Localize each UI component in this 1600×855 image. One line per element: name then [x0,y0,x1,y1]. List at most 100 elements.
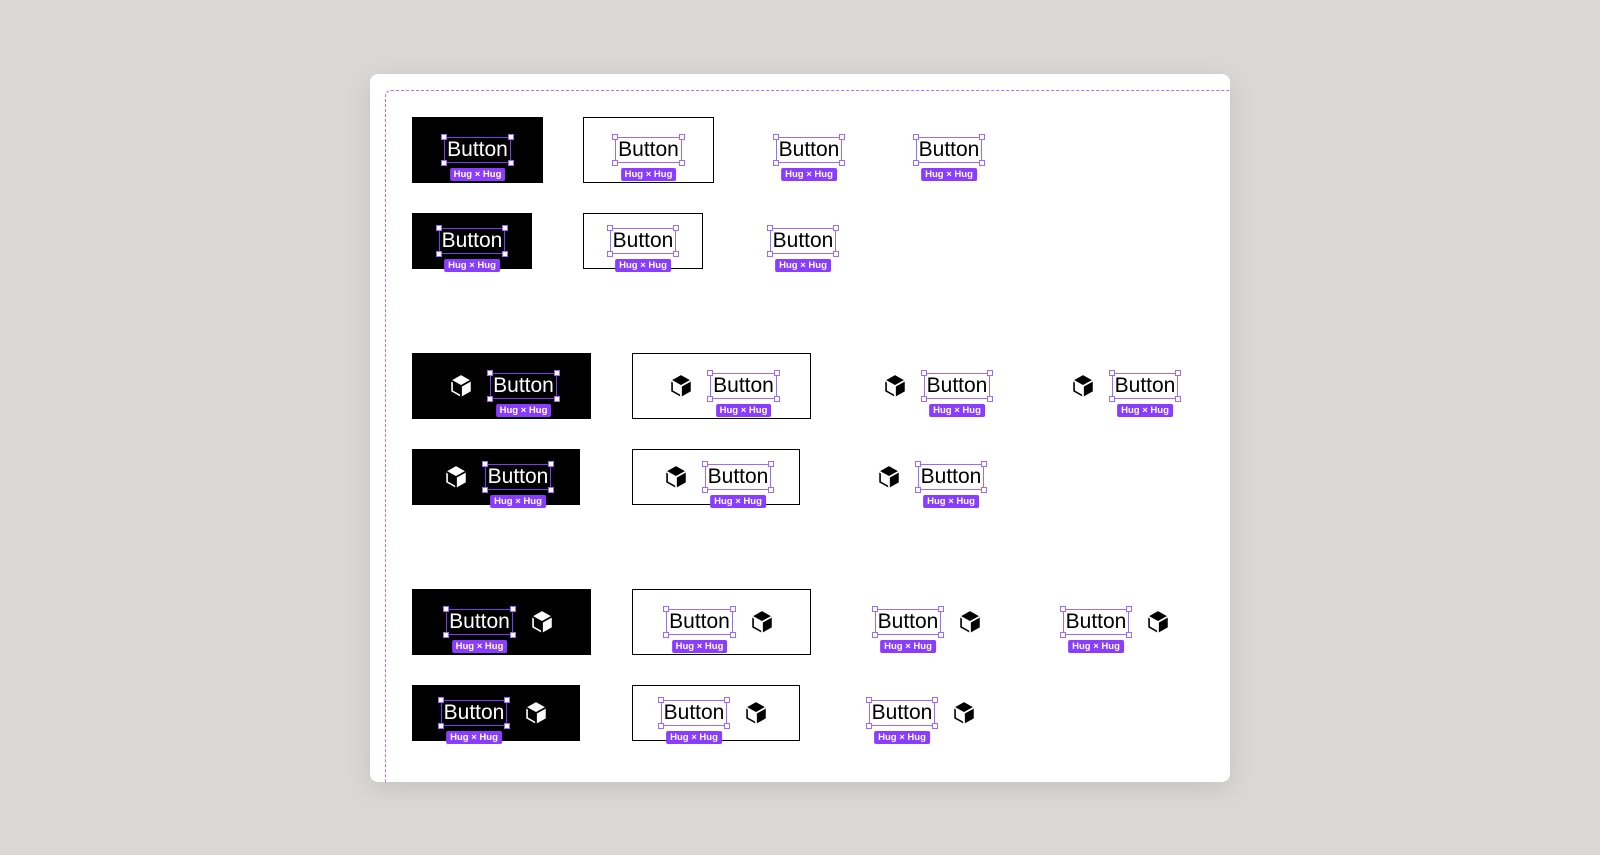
resize-handle[interactable] [979,134,986,140]
cube-icon [884,375,905,397]
resize-handle[interactable] [729,606,736,612]
frame-guide [385,90,1230,782]
size-tag: Hug × Hug [923,495,979,508]
size-tag: Hug × Hug [710,495,766,508]
resize-handle[interactable] [773,396,780,402]
size-tag: Hug × Hug [615,259,671,272]
resize-handle[interactable] [839,160,846,166]
resize-handle[interactable] [507,134,514,140]
size-tag: Hug × Hug [446,731,502,744]
resize-handle[interactable] [509,632,516,638]
size-tag: Hug × Hug [490,495,546,508]
resize-handle[interactable] [938,606,945,612]
size-tag: Hug × Hug [620,168,677,181]
resize-handle[interactable] [724,723,731,729]
resize-handle[interactable] [839,134,846,140]
resize-handle[interactable] [768,461,775,467]
size-tag: Hug × Hug [666,731,722,744]
resize-handle[interactable] [1126,632,1133,638]
resize-handle[interactable] [932,697,939,703]
resize-handle[interactable] [678,134,685,140]
resize-handle[interactable] [673,225,680,231]
cube-icon [878,466,899,488]
resize-handle[interactable] [1175,370,1182,376]
resize-handle[interactable] [673,251,680,257]
resize-handle[interactable] [768,487,775,493]
resize-handle[interactable] [938,632,945,638]
resize-handle[interactable] [548,487,555,493]
resize-handle[interactable] [504,723,511,729]
size-tag: Hug × Hug [715,404,772,417]
resize-handle[interactable] [504,697,511,703]
resize-handle[interactable] [1175,396,1182,402]
resize-handle[interactable] [1126,606,1133,612]
resize-handle[interactable] [833,251,840,257]
size-tag: Hug × Hug [495,404,552,417]
resize-handle[interactable] [502,251,509,257]
resize-handle[interactable] [678,160,685,166]
resize-handle[interactable] [509,606,516,612]
resize-handle[interactable] [981,487,988,493]
resize-handle[interactable] [553,370,560,376]
size-tag: Hug × Hug [781,168,837,181]
resize-handle[interactable] [507,160,514,166]
resize-handle[interactable] [987,396,994,402]
size-tag: Hug × Hug [874,731,930,744]
resize-handle[interactable] [548,461,555,467]
cube-icon [1148,611,1169,633]
resize-handle[interactable] [729,632,736,638]
size-tag: Hug × Hug [449,168,506,181]
resize-handle[interactable] [724,697,731,703]
resize-handle[interactable] [773,370,780,376]
resize-handle[interactable] [979,160,986,166]
resize-handle[interactable] [932,723,939,729]
resize-handle[interactable] [987,370,994,376]
size-tag: Hug × Hug [775,259,831,272]
size-tag: Hug × Hug [921,168,977,181]
resize-handle[interactable] [981,461,988,467]
size-tag: Hug × Hug [451,640,508,653]
size-tag: Hug × Hug [929,404,985,417]
resize-handle[interactable] [502,225,509,231]
resize-handle[interactable] [553,396,560,402]
resize-handle[interactable] [833,225,840,231]
